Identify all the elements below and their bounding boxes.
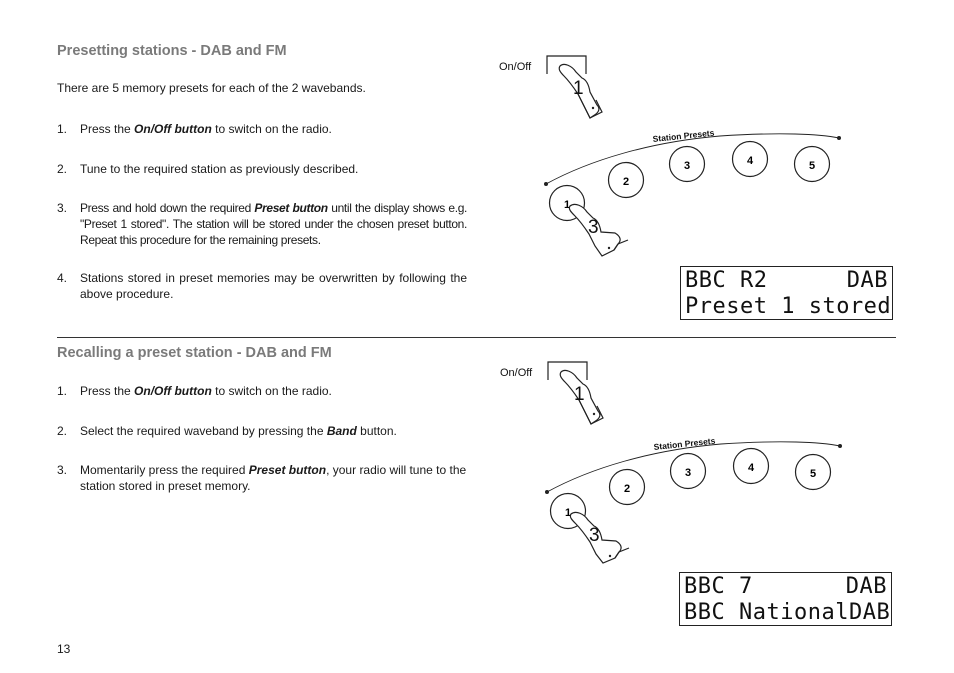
step-emphasis: Band bbox=[326, 424, 357, 438]
step-text: Select the required waveband by pressing… bbox=[80, 424, 327, 438]
display-line1-right: DAB bbox=[846, 268, 888, 293]
svg-text:4: 4 bbox=[747, 155, 754, 167]
section2-heading: Recalling a preset station - DAB and FM bbox=[57, 345, 332, 361]
station-presets-label: Station Presets bbox=[652, 128, 715, 144]
section-divider bbox=[57, 337, 896, 338]
svg-text:3: 3 bbox=[684, 160, 690, 172]
step-emphasis: Preset button bbox=[248, 463, 327, 477]
preset-button-2[interactable]: 2 bbox=[607, 161, 645, 199]
onoff-label: On/Off bbox=[500, 367, 533, 379]
step-text: Momentarily press the required bbox=[80, 463, 249, 477]
preset-button-3[interactable]: 3 bbox=[668, 145, 706, 183]
step-text: Press the bbox=[80, 384, 135, 398]
display-line2-left: Preset 1 stored bbox=[685, 294, 892, 319]
svg-text:2: 2 bbox=[624, 483, 630, 495]
display-line1-left: BBC R2 bbox=[685, 268, 768, 293]
radio-display: BBC R2 DAB Preset 1 stored bbox=[680, 266, 893, 320]
step-number: 3. bbox=[57, 201, 68, 215]
display-line2-right: DAB bbox=[848, 600, 891, 625]
display-line1-right: DAB bbox=[845, 574, 887, 599]
step-emphasis: On/Off button bbox=[134, 384, 212, 398]
svg-text:5: 5 bbox=[810, 468, 816, 480]
step-text: to switch on the radio. bbox=[211, 384, 332, 398]
step-number-label: 3 bbox=[588, 217, 599, 238]
section1-step-1: 1. Press the On/Off button to switch on … bbox=[57, 121, 467, 137]
svg-text:1: 1 bbox=[565, 507, 571, 519]
step-number: 2. bbox=[57, 424, 68, 438]
preset-button-3[interactable]: 3 bbox=[669, 452, 707, 490]
step-number-label: 1 bbox=[574, 384, 585, 405]
step-text: until the display shows e.g. "Preset 1 s… bbox=[80, 201, 467, 247]
section1-step-4: 4. Stations stored in preset memories ma… bbox=[57, 270, 467, 302]
step-text: Press and hold down the required bbox=[80, 201, 255, 215]
step-number-label: 3 bbox=[589, 525, 600, 546]
step-text: button. bbox=[356, 424, 397, 438]
page-number: 13 bbox=[57, 642, 71, 656]
step-text: , your radio will tune to the station st… bbox=[80, 463, 467, 493]
display-line2-left: BBC National bbox=[684, 600, 849, 625]
pointing-hand-icon bbox=[568, 203, 629, 257]
step-text: Press the bbox=[80, 122, 135, 136]
pointing-hand-icon bbox=[559, 369, 604, 425]
svg-text:4: 4 bbox=[748, 462, 755, 474]
step-number: 1. bbox=[57, 122, 68, 136]
presets-diagram: On/Off 1 Station Presets 1 2 3 4 5 3 bbox=[500, 361, 842, 564]
step-text: to switch on the radio. bbox=[211, 122, 332, 136]
section1-step-3: 3. Press and hold down the required Pres… bbox=[57, 200, 467, 248]
section1-step-2: 2. Tune to the required station as previ… bbox=[57, 161, 467, 177]
onoff-label: On/Off bbox=[499, 61, 532, 73]
preset-button-5[interactable]: 5 bbox=[793, 145, 831, 183]
svg-text:5: 5 bbox=[809, 160, 815, 172]
preset-button-2[interactable]: 2 bbox=[608, 468, 646, 506]
step-number-label: 1 bbox=[573, 78, 584, 99]
section2-step-3: 3. Momentarily press the required Preset… bbox=[57, 462, 467, 494]
display-line1-left: BBC 7 bbox=[684, 574, 753, 599]
section2-step-2: 2. Select the required waveband by press… bbox=[57, 423, 467, 439]
step-number: 3. bbox=[57, 463, 68, 477]
onoff-button[interactable] bbox=[547, 361, 588, 380]
presets-diagram: On/Off 1 Station Presets 1 2 3 4 5 bbox=[499, 55, 841, 257]
step-text: Tune to the required station as previous… bbox=[80, 162, 359, 176]
section1-heading: Presetting stations - DAB and FM bbox=[57, 43, 287, 59]
pointing-hand-icon bbox=[558, 63, 603, 119]
step-number: 4. bbox=[57, 271, 68, 285]
svg-text:3: 3 bbox=[685, 467, 691, 479]
svg-text:1: 1 bbox=[564, 199, 570, 211]
station-presets-arc bbox=[544, 133, 841, 186]
preset-button-4[interactable]: 4 bbox=[732, 447, 770, 485]
station-presets-label: Station Presets bbox=[653, 436, 716, 452]
section1-intro: There are 5 memory presets for each of t… bbox=[57, 81, 366, 95]
step-emphasis: Preset button bbox=[254, 201, 328, 215]
step-emphasis: On/Off button bbox=[134, 122, 212, 136]
step-text: Stations stored in preset memories may b… bbox=[80, 271, 467, 301]
svg-text:2: 2 bbox=[623, 176, 629, 188]
station-presets-arc bbox=[545, 441, 842, 494]
section2-step-1: 1. Press the On/Off button to switch on … bbox=[57, 383, 467, 399]
step-number: 2. bbox=[57, 162, 68, 176]
preset-button-4[interactable]: 4 bbox=[731, 140, 769, 178]
step-number: 1. bbox=[57, 384, 68, 398]
onoff-button[interactable] bbox=[546, 55, 587, 74]
preset-button-5[interactable]: 5 bbox=[794, 453, 832, 491]
pointing-hand-icon bbox=[569, 511, 630, 564]
